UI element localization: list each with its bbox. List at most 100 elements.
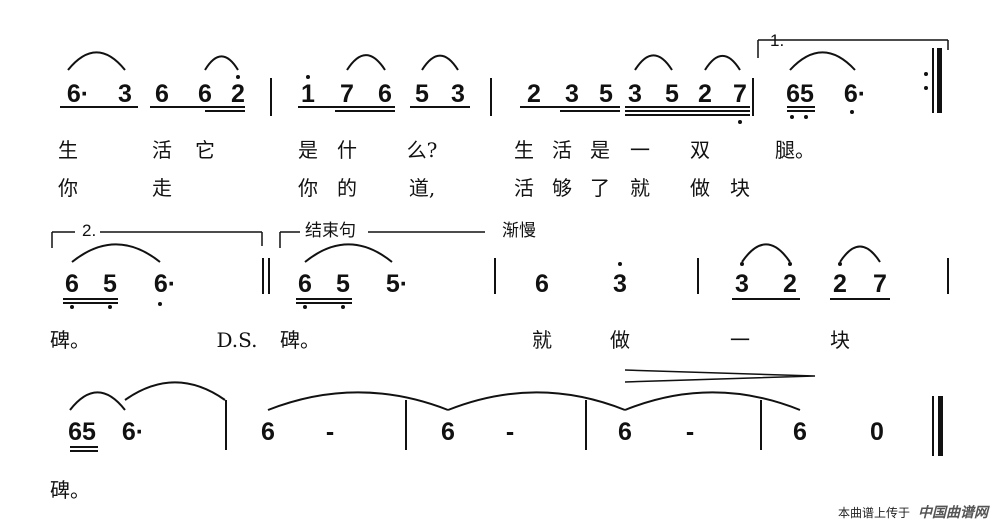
site-logo: 中国曲谱网 <box>918 504 988 520</box>
volta-1-label: 1. <box>770 31 785 50</box>
note: 6· <box>843 80 867 108</box>
lyric: D.S. <box>216 328 258 352</box>
octave-dot <box>740 262 744 266</box>
note: 2 <box>783 270 797 298</box>
note: 6 <box>793 418 807 446</box>
bar-line <box>585 400 587 450</box>
note: 0 <box>870 418 884 446</box>
slur <box>204 55 239 71</box>
note: 5 <box>665 80 679 108</box>
octave-dot <box>108 305 112 309</box>
note: 6 <box>618 418 632 446</box>
final-bar-thin <box>932 396 934 456</box>
note: 6· <box>66 80 90 108</box>
lyric: 是 <box>298 138 318 162</box>
final-bar-thick <box>937 48 942 113</box>
note: - <box>685 418 695 446</box>
slur <box>634 54 673 71</box>
volta-2-label: 2. <box>82 221 97 240</box>
beam-underline <box>296 298 352 300</box>
beam-underline <box>732 298 800 300</box>
decrescendo-hairpin <box>624 369 816 383</box>
lyric: 块 <box>730 176 750 200</box>
octave-dot <box>804 115 808 119</box>
note: 1 <box>301 80 315 108</box>
lyric: 碑。 <box>50 328 90 352</box>
lyric: 做 <box>690 176 710 200</box>
note: 6 <box>65 270 79 298</box>
note: 3 <box>735 270 749 298</box>
lyric: 一 <box>730 328 750 352</box>
slur <box>704 54 741 71</box>
note: 5 <box>103 270 117 298</box>
slur <box>447 391 626 411</box>
note: 6 <box>298 270 312 298</box>
lyric: 做 <box>610 328 630 352</box>
note: 6· <box>121 418 145 446</box>
bar-line <box>752 78 754 116</box>
note: 65 <box>68 418 96 446</box>
lyric: 活 <box>514 176 534 200</box>
slur <box>67 51 126 71</box>
note: 6 <box>155 80 169 108</box>
octave-dot <box>158 302 162 306</box>
slur <box>789 51 856 71</box>
octave-dot <box>838 262 842 266</box>
octave-dot <box>341 305 345 309</box>
note: 6 <box>198 80 212 108</box>
lyric: 块 <box>830 328 850 352</box>
slur <box>346 54 386 71</box>
note: 6 <box>378 80 392 108</box>
octave-dot <box>618 262 622 266</box>
lyric: 碑。 <box>280 328 320 352</box>
note: 65 <box>786 80 814 108</box>
slur <box>69 391 126 411</box>
octave-dot <box>850 110 854 114</box>
ending-label: 结束句 <box>305 221 356 240</box>
octave-dot <box>788 262 792 266</box>
note: 5 <box>336 270 350 298</box>
bar-line <box>697 258 699 294</box>
beam-underline <box>70 450 98 452</box>
slur <box>839 245 881 263</box>
note: 6 <box>441 418 455 446</box>
beam-underline <box>787 110 815 112</box>
lyric: 是 <box>590 138 610 162</box>
note: - <box>505 418 515 446</box>
note: 5· <box>385 270 409 298</box>
bar-line <box>270 78 272 116</box>
note: 7 <box>873 270 887 298</box>
note: 6· <box>153 270 177 298</box>
slur <box>124 381 226 401</box>
lyric: 就 <box>532 328 552 352</box>
beam-underline <box>625 110 750 112</box>
lyric: 你 <box>298 176 318 200</box>
note: 2 <box>698 80 712 108</box>
bar-line <box>405 400 407 450</box>
repeat-dot <box>924 72 928 76</box>
beam-underline <box>560 110 620 112</box>
note: 5 <box>415 80 429 108</box>
beam-underline <box>520 106 620 108</box>
lyric: 双 <box>690 138 710 162</box>
slur <box>304 243 393 263</box>
lyric: 生 <box>58 138 78 162</box>
beam-underline <box>625 106 750 108</box>
lyric: 碑。 <box>50 478 90 502</box>
beam-underline <box>830 298 890 300</box>
beam-underline <box>205 110 245 112</box>
footer-text: 本曲谱上传于 <box>837 505 910 520</box>
note: 7 <box>733 80 747 108</box>
lyric: 一 <box>630 138 650 162</box>
lyric: 的 <box>337 176 357 200</box>
lyric: 够 <box>552 176 572 200</box>
bar-line <box>490 78 492 116</box>
beam-underline <box>296 302 352 304</box>
lyric: 它 <box>195 138 215 162</box>
note: - <box>325 418 335 446</box>
slur <box>421 54 459 71</box>
note: 3 <box>118 80 132 108</box>
bar-line <box>268 258 270 294</box>
tempo-mark: 渐慢 <box>502 221 536 240</box>
